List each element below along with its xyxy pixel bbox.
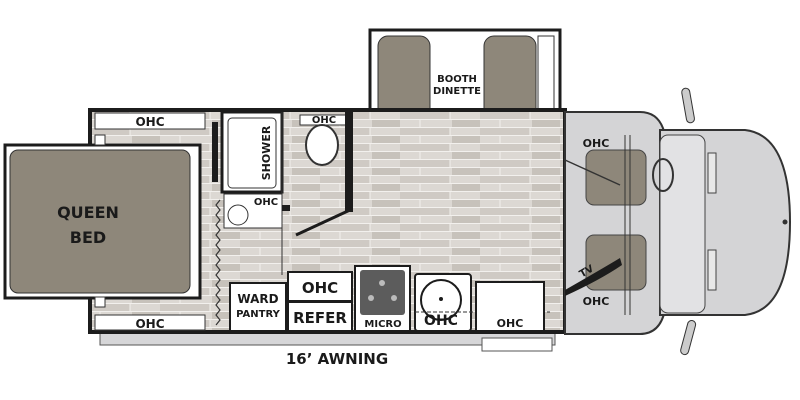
ohc-cab-top-label: OHC: [583, 137, 610, 150]
rear-ohc-top: [94, 112, 206, 130]
pantry-label: PANTRY: [236, 309, 280, 320]
shower-label: SHOWER: [260, 125, 273, 180]
rear-ohc-bottom: [94, 314, 206, 331]
refer-label: REFER: [293, 309, 347, 327]
ohc-bath-label: OHC: [254, 197, 278, 208]
ohc-rear-top-label: OHC: [135, 115, 164, 129]
queen-bed-label-line2: BED: [70, 228, 106, 247]
ohc-rear-bottom-label: OHC: [135, 317, 164, 331]
queen-bed: [9, 149, 191, 294]
ohc-cab-bottom-label: OHC: [583, 295, 610, 308]
queen-bed-label-line1: QUEEN: [57, 203, 119, 222]
ohc-counter-label: OHC: [497, 317, 524, 330]
curtain: [215, 199, 221, 326]
ohc-sink-label: OHC: [424, 313, 458, 329]
wardrobe-label: WARD: [237, 292, 278, 306]
mirror-right: [680, 319, 697, 356]
bathroom: [212, 110, 353, 275]
micro-label: MICRO: [364, 319, 401, 330]
ohc-refer-label: OHC: [302, 279, 338, 297]
dinette-label-line1: BOOTH: [437, 74, 477, 85]
ohc-toilet-label: OHC: [312, 115, 336, 126]
dinette-slideout: [368, 28, 562, 137]
mirror-left: [681, 87, 695, 124]
galley: [229, 265, 550, 332]
entry-step: [481, 337, 553, 352]
cab: [564, 87, 792, 356]
awning-label: 16’ AWNING: [286, 350, 388, 368]
dinette-label-line2: DINETTE: [433, 86, 481, 97]
